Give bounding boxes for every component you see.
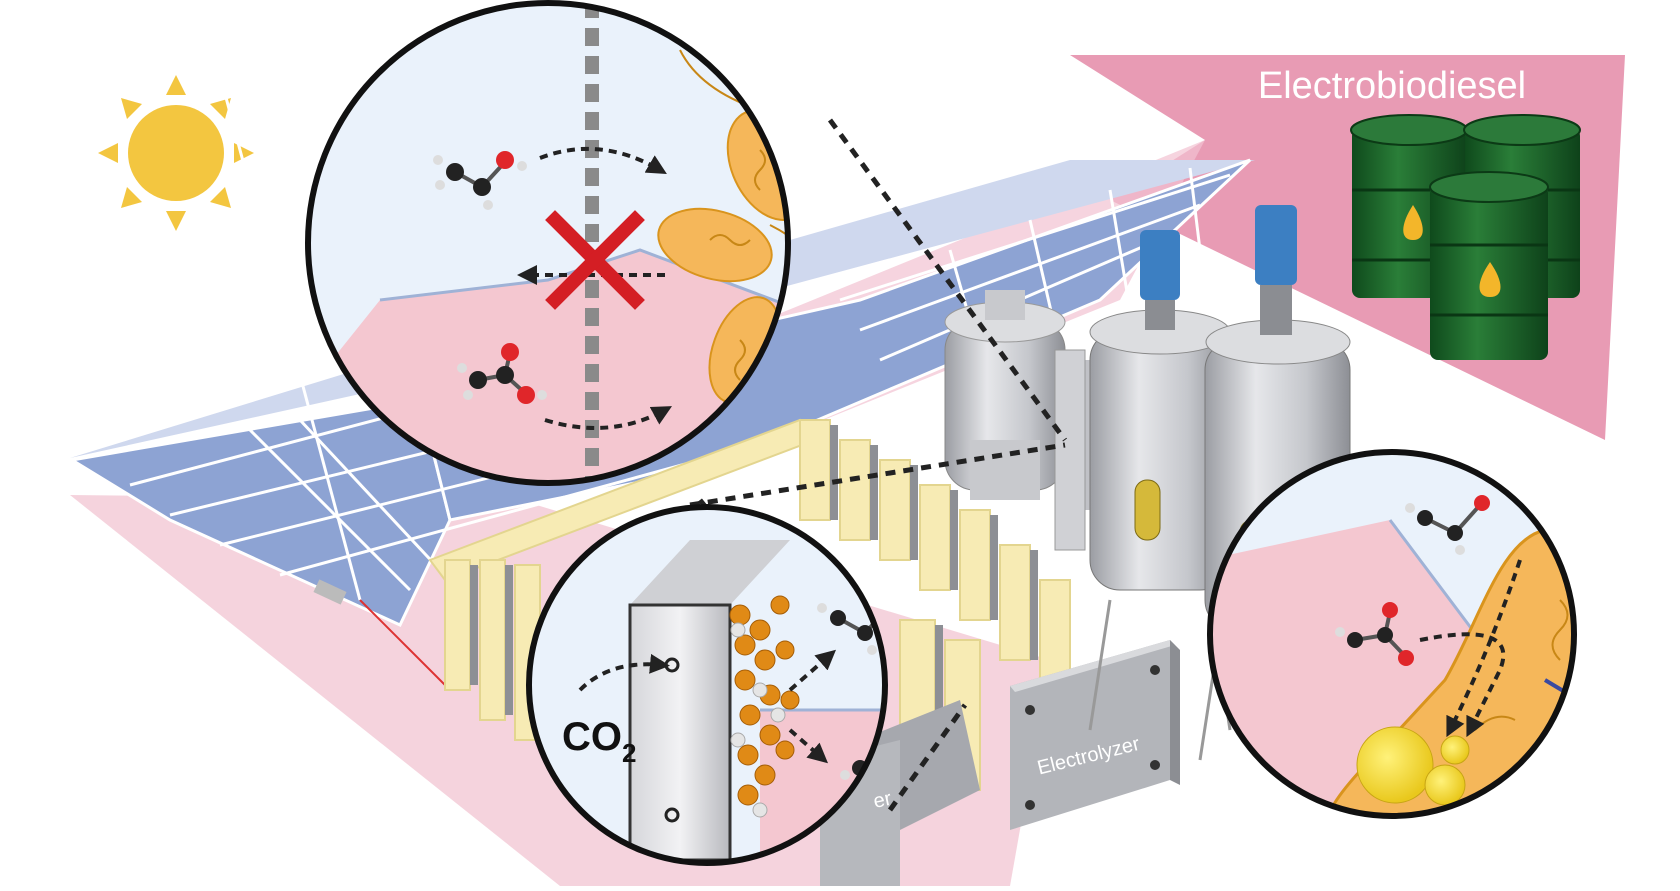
lipid-droplet xyxy=(1440,735,1470,765)
arrow-icon xyxy=(1419,559,1522,738)
oil-barrel-group xyxy=(1350,114,1581,360)
catalyst-particles xyxy=(729,595,800,806)
electrolyzer-back-label: er xyxy=(871,788,893,813)
ethanol-molecule xyxy=(1405,495,1490,555)
oil-drop-icon xyxy=(1403,205,1423,240)
arrow-icon xyxy=(578,649,837,764)
acetate-molecule xyxy=(1335,602,1414,666)
co2-subscript: 2 xyxy=(622,738,636,768)
lipid-droplet xyxy=(1424,764,1466,806)
bacterium-zoom-circle xyxy=(1207,449,1577,819)
arrow-icon xyxy=(517,146,673,430)
lipid-droplet xyxy=(1356,726,1434,804)
bioreactor-middle xyxy=(1054,230,1232,731)
co2-main: CO xyxy=(562,715,622,759)
blocked-transport-x-icon xyxy=(545,210,645,310)
product-label: Electrobiodiesel xyxy=(1258,65,1526,107)
electrolyzer-box: Electrolyzer xyxy=(1010,640,1180,830)
oil-drop-icon xyxy=(1479,262,1501,297)
co2-label: CO2 xyxy=(562,715,636,768)
membrane-zoom-circle xyxy=(305,0,791,486)
electrode-zoom-circle: CO2 xyxy=(526,504,888,866)
electrode-slab xyxy=(628,540,790,862)
acetate-molecule xyxy=(457,343,547,404)
ethanol-molecule xyxy=(433,151,527,210)
sun-icon xyxy=(98,75,254,231)
